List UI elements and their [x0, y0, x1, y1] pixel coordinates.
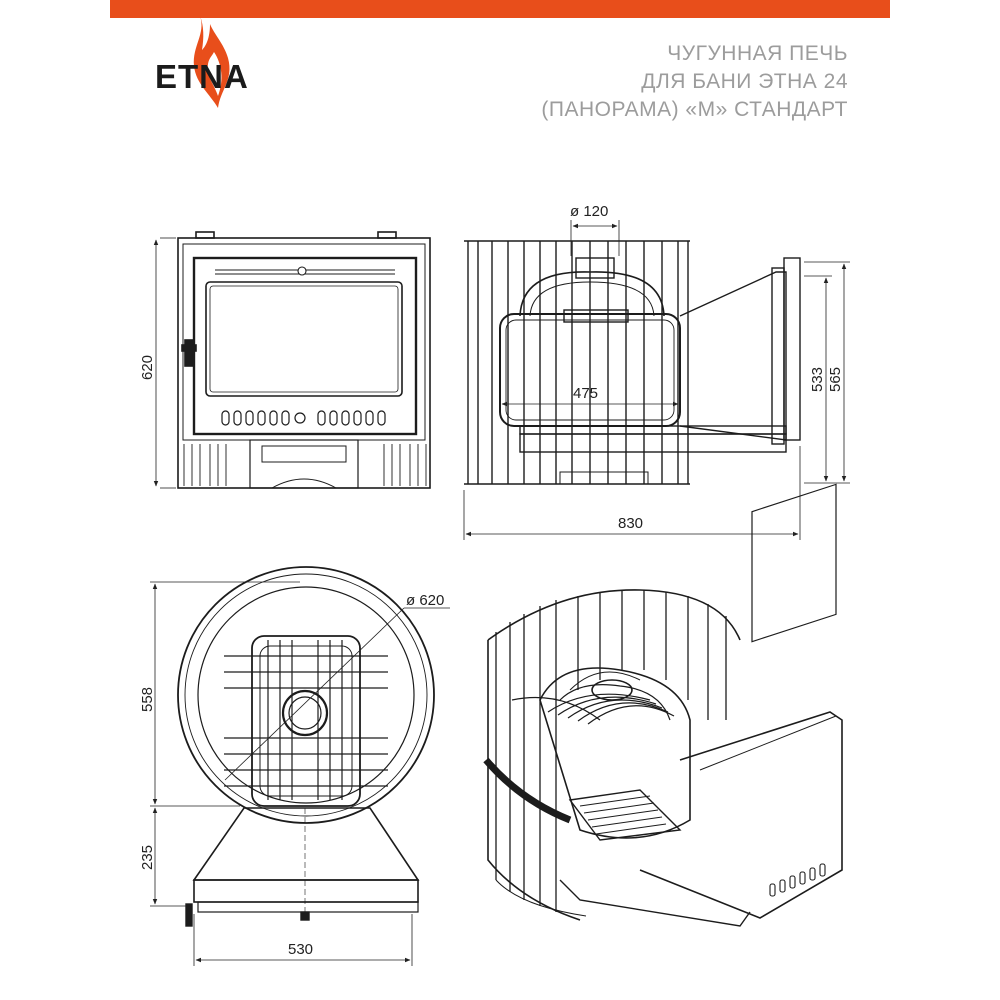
- isometric-view: [483, 483, 843, 927]
- top-depth-label: 558: [139, 687, 156, 712]
- side-outer-height-dimension: [804, 261, 850, 484]
- vent-slot: [221, 410, 230, 426]
- vent-slot: [329, 410, 338, 426]
- vent-slot: [281, 410, 290, 426]
- vent-slot: [269, 410, 278, 426]
- overall-length-label: 830: [618, 515, 643, 532]
- vent-slot: [233, 410, 242, 426]
- title-line-2: ДЛЯ БАНИ ЭТНА 24: [641, 70, 848, 93]
- vent-slot: [365, 410, 374, 426]
- vent-slot: [377, 410, 386, 426]
- tunnel-width-label: 530: [288, 941, 313, 958]
- side-inner-height-dimension: [804, 275, 832, 484]
- vent-slot: [245, 410, 254, 426]
- grate-bar: [583, 802, 655, 814]
- firebox-width-label: 475: [573, 385, 598, 402]
- grate-bar: [579, 795, 651, 807]
- heat-exchanger-rib: [547, 693, 651, 713]
- front-view: [177, 231, 431, 489]
- top-view: [177, 566, 435, 927]
- product-title: ЧУГУННАЯ ПЕЧЬ ДЛЯ БАНИ ЭТНА 24 (ПАНОРАМА…: [541, 40, 848, 124]
- vent-slot: [341, 410, 350, 426]
- vent-slot: [353, 410, 362, 426]
- top-diameter-dimension: [224, 607, 450, 781]
- heat-exchanger-rib: [557, 696, 657, 716]
- front-height-dimension: [153, 237, 176, 489]
- heat-exchanger-rib: [567, 699, 663, 719]
- heat-exchanger-rib: [577, 702, 669, 722]
- grate-bar: [587, 809, 659, 821]
- chimney-diameter-label: ø 120: [570, 203, 608, 220]
- tunnel-depth-label: 235: [139, 845, 156, 870]
- tunnel-depth-dimension: [150, 807, 186, 907]
- vent-slot: [799, 871, 806, 885]
- front-height-label: 620: [139, 355, 156, 380]
- side-inner-height-label: 533: [809, 367, 826, 392]
- top-depth-dimension: [150, 581, 300, 807]
- tunnel-width-dimension: [193, 914, 413, 966]
- vent-slot: [789, 875, 796, 889]
- title-line-3: (ПАНОРАМА) «М» СТАНДАРТ: [541, 98, 848, 121]
- vent-slot: [257, 410, 266, 426]
- air-control-knob: [294, 412, 306, 424]
- vent-slot: [809, 867, 816, 881]
- vent-slot: [779, 879, 786, 893]
- overall-length-dimension: [463, 446, 801, 540]
- grate-bar: [591, 816, 663, 828]
- heat-exchanger-rib: [587, 705, 675, 725]
- vent-slot: [317, 410, 326, 426]
- grate-bar: [595, 823, 667, 835]
- flame-icon: [193, 16, 230, 108]
- vent-slot: [769, 883, 776, 897]
- brand-name: ETNA: [155, 58, 249, 95]
- title-line-1: ЧУГУННАЯ ПЕЧЬ: [667, 42, 848, 65]
- chimney-diameter-dimension: [570, 220, 620, 256]
- brand-accent-bar: [110, 0, 890, 18]
- top-diameter-label: ø 620: [406, 592, 444, 609]
- vent-slot: [819, 863, 826, 877]
- side-outer-height-label: 565: [827, 367, 844, 392]
- side-view: [464, 240, 801, 485]
